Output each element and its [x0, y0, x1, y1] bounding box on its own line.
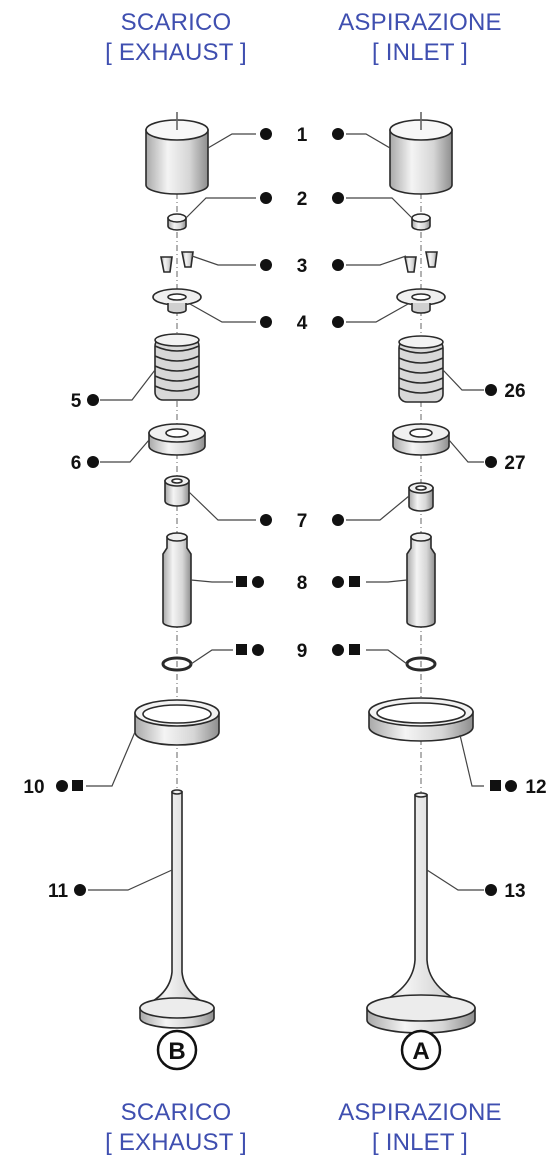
square-marker: [349, 644, 360, 655]
dot-marker: [332, 192, 344, 204]
exhaust-valve: [139, 789, 215, 1029]
dot-marker: [332, 128, 344, 140]
exhaust-heading-bottom: SCARICO [ EXHAUST ]: [76, 1098, 276, 1158]
dot-marker: [260, 316, 272, 328]
circle-b: [156, 1029, 198, 1071]
dot-marker: [74, 884, 86, 896]
inlet-spring-seat: [392, 423, 450, 456]
exhaust-heading-bottom-line2: [ EXHAUST ]: [105, 1129, 247, 1156]
assembly-letters: B A: [156, 1029, 442, 1071]
square-marker: [236, 644, 247, 655]
dot-marker: [260, 514, 272, 526]
dot-marker: [87, 456, 99, 468]
exhaust-spring: [154, 333, 200, 401]
inlet-heading-top: ASPIRAZIONE [ INLET ]: [320, 8, 520, 68]
part-number-4: 4: [297, 313, 308, 334]
circle-a: [400, 1029, 442, 1071]
exhaust-spring-seat: [148, 423, 206, 456]
letter-b: B: [168, 1038, 185, 1065]
exhaust-heading-top: SCARICO [ EXHAUST ]: [76, 8, 276, 68]
dot-marker: [485, 884, 497, 896]
part-number-7: 7: [297, 511, 308, 532]
dot-marker: [260, 192, 272, 204]
inlet-tappet: [389, 112, 453, 195]
inlet-parts: [366, 112, 476, 1034]
square-marker: [72, 780, 83, 791]
exhaust-parts: [134, 112, 220, 1029]
part-number-9: 9: [297, 641, 308, 662]
part-number-11: 11: [48, 881, 69, 902]
dot-marker: [260, 259, 272, 271]
dot-marker: [332, 644, 344, 656]
leader-lines: [86, 133, 484, 891]
exhaust-valve-guide: [162, 532, 192, 628]
dot-marker: [485, 384, 497, 396]
part-number-10: 10: [23, 777, 44, 798]
part-numbers: 1 2 3 4 5 6 7 8 9 10 11 12 13 26 27: [23, 125, 546, 902]
inlet-retainer: [396, 288, 446, 314]
exhaust-retainer: [152, 288, 202, 314]
inlet-heading-top-line2: [ INLET ]: [371, 39, 469, 66]
part-number-12: 12: [525, 777, 546, 798]
dot-marker: [252, 576, 264, 588]
part-number-1: 1: [297, 125, 308, 146]
letter-a: A: [412, 1038, 429, 1065]
inlet-spring: [398, 335, 444, 403]
inlet-heading-bottom-line2: [ INLET ]: [371, 1129, 469, 1156]
exhaust-shim: [167, 213, 187, 231]
axis-lines: [176, 115, 422, 840]
dot-marker: [56, 780, 68, 792]
dot-marker: [332, 316, 344, 328]
part-number-27: 27: [504, 453, 525, 474]
dot-marker: [332, 576, 344, 588]
inlet-stem-seal: [408, 482, 434, 512]
part-number-26: 26: [504, 381, 525, 402]
part-number-5: 5: [71, 391, 82, 412]
exhaust-tappet: [145, 112, 209, 195]
exhaust-valve-seat: [134, 699, 220, 746]
dot-marker: [332, 259, 344, 271]
inlet-heading-top-line1: ASPIRAZIONE: [338, 9, 502, 36]
square-marker: [349, 576, 360, 587]
square-marker: [236, 576, 247, 587]
callout-markers: [56, 128, 517, 896]
exhaust-heading-bottom-line1: SCARICO: [120, 1099, 232, 1126]
part-number-6: 6: [71, 453, 82, 474]
part-number-3: 3: [297, 256, 308, 277]
inlet-valve-seat: [368, 697, 474, 742]
inlet-cotters: [404, 251, 438, 273]
exhaust-stem-seal: [164, 475, 190, 507]
dot-marker: [485, 456, 497, 468]
square-marker: [490, 780, 501, 791]
exhaust-heading-top-line2: [ EXHAUST ]: [105, 39, 247, 66]
dot-marker: [260, 128, 272, 140]
dot-marker: [332, 514, 344, 526]
part-number-8: 8: [297, 573, 308, 594]
part-number-13: 13: [504, 881, 525, 902]
inlet-heading-bottom-line1: ASPIRAZIONE: [338, 1099, 502, 1126]
inlet-valve-guide: [406, 532, 436, 628]
exhaust-cotters: [160, 251, 194, 273]
inlet-valve: [366, 792, 476, 1034]
part-number-2: 2: [297, 189, 308, 210]
dot-marker: [252, 644, 264, 656]
dot-marker: [505, 780, 517, 792]
inlet-heading-bottom: ASPIRAZIONE [ INLET ]: [320, 1098, 520, 1158]
inlet-shim: [411, 213, 431, 231]
dot-marker: [87, 394, 99, 406]
exhaust-heading-top-line1: SCARICO: [120, 9, 232, 36]
